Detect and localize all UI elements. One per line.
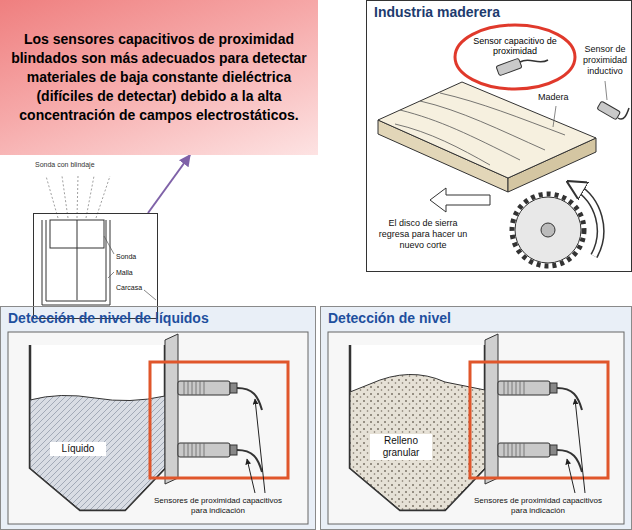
mesh-shield [42,220,110,305]
node-text: Detección de nivel de líquidos [1,307,315,330]
sensor [504,443,524,457]
feed-arrow [430,188,490,212]
granular-fill [350,374,485,510]
ellipse-outline [453,23,577,91]
field-line [46,176,110,218]
node-text: Sensor capacitivo de proximidad [470,36,560,56]
probe-housing: Sonda con blindaje [33,213,158,319]
note-text: Sensores de proximidad capacitivos para … [150,496,286,516]
saw-disc [515,197,581,263]
leader-arrow [575,399,585,493]
sensor [498,443,550,457]
node-text: Los sensores capacitivos de proximidad b… [10,30,308,125]
sensor [550,383,557,393]
note-text: Sensores de proximidad capacitivos para … [470,496,606,516]
node-text: Sonda con blindaje [35,161,158,169]
divider-line [77,220,78,300]
sensor [557,388,582,410]
sensor [184,381,204,395]
field-line [62,176,68,218]
leader-line [144,290,156,300]
sensor [230,383,237,393]
note-text: El disco de sierra regresa para hacer un… [376,218,470,251]
inductive-sensor [618,108,629,119]
material-label: Relleno granular [370,434,432,460]
leader-line [553,106,556,127]
panel-ground [320,306,632,530]
part-label: Malla [116,268,150,277]
saw-hub [541,223,555,237]
capacitive-sensor [520,60,548,62]
shielded-probe-drawing [42,176,156,305]
tank-wall [165,334,178,484]
ellipse-outline [455,25,575,89]
picture-frame [328,332,624,524]
sensor [178,381,230,395]
leader-line [553,81,607,127]
leader-arrow [567,459,575,493]
wood-grain [395,93,565,165]
liquid-level-illustration [0,306,316,530]
sensor [178,381,262,410]
leader-line [104,236,114,254]
panel-ground [0,306,316,530]
leader-line [108,272,114,278]
part-label: Sensor de proximidad inductivo [580,44,630,77]
leader-arrow [247,399,265,493]
liquid-fill [30,395,165,510]
board-top [378,82,596,178]
return-arrow [575,186,601,256]
wood-grain [420,101,545,150]
sensor [230,445,237,455]
node-text: Detección de nivel [321,307,631,330]
panel-ground [366,0,632,272]
sensor [498,381,550,395]
capacitive-sensor [496,58,522,76]
sensor [550,445,557,455]
sensor [178,443,230,457]
material-label: Líquido [50,442,106,456]
node-text: Industria maderera [367,1,631,24]
saw-teeth [512,194,584,266]
mesh-shield [46,220,106,301]
sensor [184,443,204,457]
hopper [350,345,485,510]
field-line [96,176,110,218]
highlight-ellipse: Sensor capacitivo de proximidad [453,23,577,91]
field-line [77,176,78,218]
return-arrow [575,186,601,256]
sensor [237,388,262,410]
pointer-arrow [148,155,190,213]
part-label: Carcasa [116,283,150,292]
leader-arrow [567,399,585,493]
highlight-frame [150,362,288,478]
leader-arrow [247,459,255,493]
inductive-sensor [597,101,629,120]
inductive-sensor [597,101,621,120]
field-line [46,176,58,218]
highlight-frame [470,362,608,478]
leader-arrow [255,399,265,493]
sensor [498,381,582,410]
note-box: Los sensores capacitivos de proximidad b… [0,0,318,155]
leader-line [104,236,156,300]
leader-line [605,81,607,100]
field-line [86,176,94,218]
picture-frame [8,332,308,524]
wood-industry-illustration [366,0,632,272]
tank [30,345,165,510]
wood-grain [395,124,490,165]
sensor [504,381,524,395]
part-label: Sonda [116,252,150,261]
granular-level-illustration [320,306,632,530]
hopper-wall [485,334,498,484]
wood-grain [400,110,520,160]
capacitive-sensor [496,58,548,76]
part-label: Madera [538,92,578,103]
mesh-shield [42,220,110,305]
